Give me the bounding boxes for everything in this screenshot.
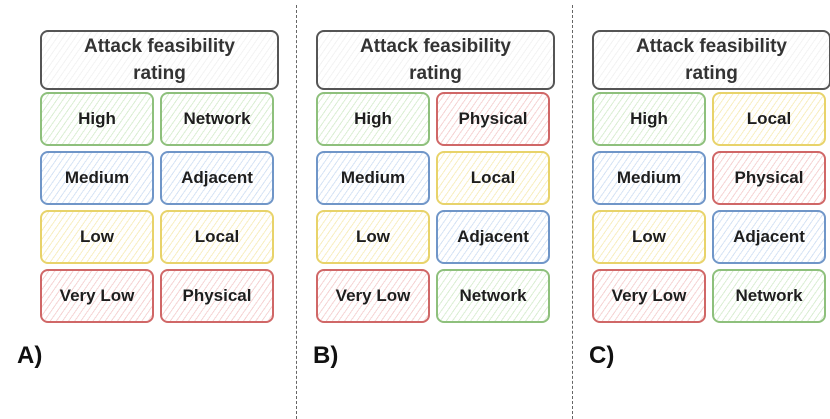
panel-c-rating-row-3: Low [592,210,706,264]
panel-c-vector-row-1: Local [712,92,826,146]
panel-c-label: C) [589,342,615,369]
panel-a-rating-row-4: Very Low [40,269,154,323]
panel-b-vector-row-4: Network [436,269,550,323]
panel-b-header-title: Attack feasibility rating [360,36,511,84]
panel-b: Attack feasibility rating High Physical … [316,30,555,330]
panel-a-header-title: Attack feasibility rating [84,36,235,84]
panel-b-rating-row-2: Medium [316,151,430,205]
panel-b-rating-row-3: Low [316,210,430,264]
panel-a-label: A) [17,342,43,369]
panel-c-rating-row-1: High [592,92,706,146]
panel-a-vector-row-3: Local [160,210,274,264]
panel-c-header-title: Attack feasibility rating [636,36,787,84]
panel-a-rating-row-2: Medium [40,151,154,205]
panel-b-vector-row-1: Physical [436,92,550,146]
divider-left [296,5,297,419]
panel-c-vector-row-2: Physical [712,151,826,205]
panel-a-header: Attack feasibility rating [40,30,279,90]
panel-c-vector-row-4: Network [712,269,826,323]
panel-a-vector-row-2: Adjacent [160,151,274,205]
panel-a: Attack feasibility rating High Network M… [40,30,279,330]
panel-a-rating-row-3: Low [40,210,154,264]
panel-a-vector-row-1: Network [160,92,274,146]
panel-b-rating-row-4: Very Low [316,269,430,323]
panel-c-vector-row-3: Adjacent [712,210,826,264]
panel-a-vector-row-4: Physical [160,269,274,323]
panel-c-rating-row-2: Medium [592,151,706,205]
panel-c-header: Attack feasibility rating [592,30,830,90]
panel-b-header: Attack feasibility rating [316,30,555,90]
panel-b-vector-row-2: Local [436,151,550,205]
panel-b-vector-row-3: Adjacent [436,210,550,264]
panel-b-label: B) [313,342,339,369]
panel-a-rating-row-1: High [40,92,154,146]
panel-c: Attack feasibility rating High Local Med… [592,30,830,330]
panel-b-rating-row-1: High [316,92,430,146]
panel-c-rating-row-4: Very Low [592,269,706,323]
divider-right [572,5,573,419]
